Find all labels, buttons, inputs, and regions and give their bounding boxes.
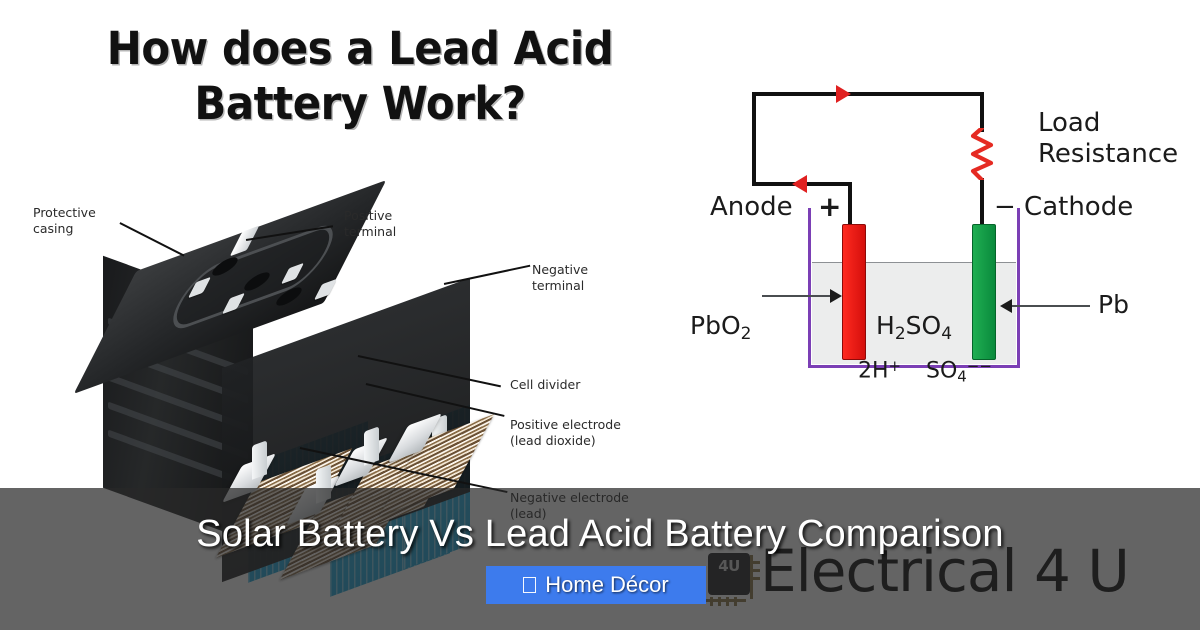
page-title-line-1: How does a Lead Acid	[106, 22, 614, 75]
home-decor-button[interactable]: Home Décor	[486, 566, 706, 604]
acid-h: H	[876, 311, 895, 340]
leader-line-negative-terminal	[443, 264, 531, 285]
wire-left-vertical	[752, 92, 756, 186]
acid-so-sub: 4	[941, 323, 953, 344]
wire-top	[752, 92, 984, 96]
label-positive-terminal: Positive terminal	[344, 208, 397, 239]
wire-right-lower	[980, 178, 984, 226]
wire-anode-drop	[848, 182, 852, 226]
page-title: How does a Lead Acid Battery Work?	[62, 22, 657, 132]
ion-h-sup: +	[888, 357, 902, 375]
banner-title: Solar Battery Vs Lead Acid Battery Compa…	[196, 513, 1004, 555]
label-hydrogen-ion: 2H+	[858, 332, 901, 383]
wire-right-upper	[980, 92, 984, 132]
label-anode: Anode	[710, 192, 793, 222]
pointer-head-pbo2	[830, 289, 842, 303]
label-negative-terminal: Negative terminal	[532, 262, 589, 293]
label-cathode: − Cathode	[994, 192, 1134, 222]
pointer-line-pb	[1012, 305, 1090, 307]
label-anode-sign: +	[818, 190, 842, 223]
acid-so: SO	[905, 311, 942, 340]
ion-so4: SO	[926, 358, 958, 384]
label-pb: Pb	[1098, 290, 1129, 319]
pointer-head-pb	[1000, 299, 1012, 313]
label-sulfate-ion: SO4−−	[926, 332, 992, 385]
cell-post	[364, 426, 379, 466]
pbo2-sub: 2	[740, 323, 752, 344]
page-title-line-2: Battery Work?	[194, 76, 526, 130]
ion-so4-sup: −−	[966, 357, 992, 375]
cell-post	[252, 440, 267, 480]
cathode-electrode-pb	[972, 224, 996, 360]
ion-so4-sub: 4	[957, 367, 967, 386]
pbo2-text: PbO	[690, 311, 741, 340]
current-arrow-top	[836, 85, 851, 103]
label-pbo2: PbO2	[690, 282, 751, 344]
load-resistor-symbol	[970, 128, 994, 180]
label-cell-divider: Cell divider	[510, 377, 581, 392]
acid-h-sub: 2	[894, 323, 906, 344]
overlay-band	[0, 488, 1200, 630]
ion-h: 2H	[858, 358, 889, 384]
label-positive-electrode: Positive electrode (lead dioxide)	[510, 417, 621, 448]
missing-glyph-icon	[523, 577, 537, 593]
beaker-container	[808, 208, 1020, 368]
cell-schematic-illustration: H2SO4 2H+ SO4−− PbO2 Pb Anode + − Cathod…	[690, 60, 1200, 500]
home-decor-button-label: Home Décor	[545, 572, 669, 597]
label-load-resistance: Load Resistance	[1038, 108, 1179, 170]
pointer-line-pbo2	[762, 295, 832, 297]
label-sulfuric-acid: H2SO4	[876, 282, 952, 344]
anode-electrode-pbo2	[842, 224, 866, 360]
label-protective-casing: Protective casing	[33, 205, 96, 236]
current-arrow-bottom	[792, 175, 807, 193]
leader-line-protective-casing	[119, 222, 185, 257]
